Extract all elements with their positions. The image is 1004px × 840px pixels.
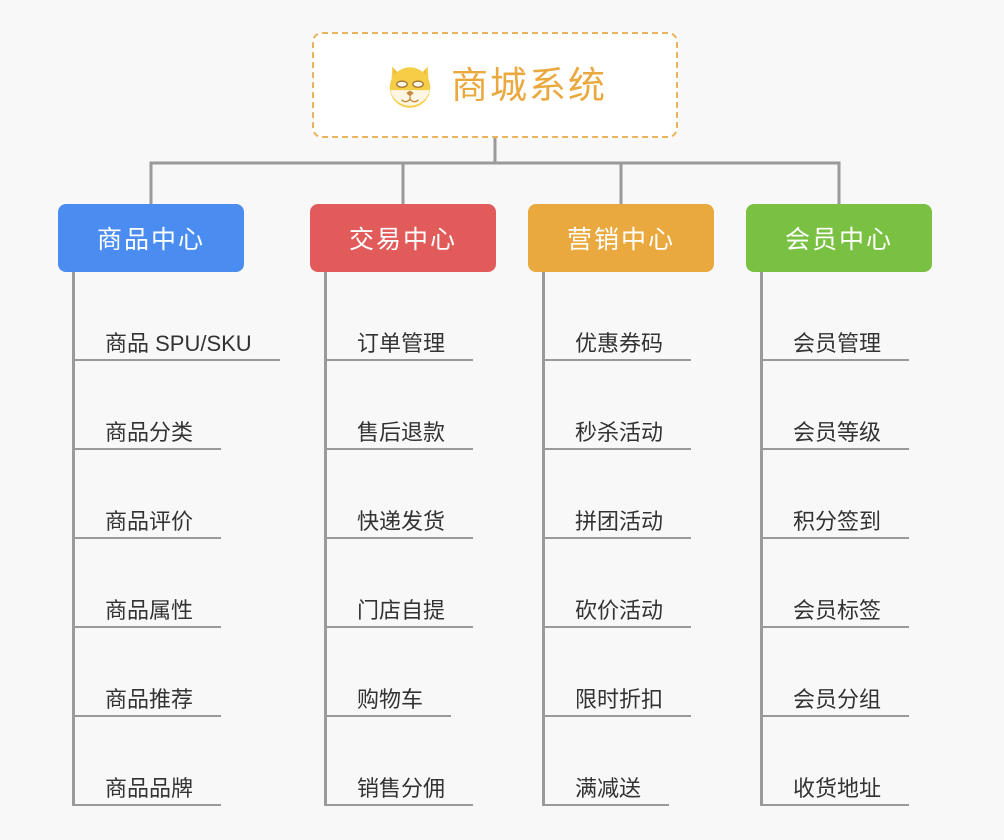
leaf-underline — [73, 448, 221, 450]
leaf-item[interactable]: 会员分组 — [761, 628, 932, 717]
leaf-underline — [73, 715, 221, 717]
leaf-item[interactable]: 商品品牌 — [73, 717, 244, 806]
leaf-item[interactable]: 优惠券码 — [543, 272, 714, 361]
branch-column: 会员中心会员管理会员等级积分签到会员标签会员分组收货地址 — [746, 204, 932, 806]
leaf-item[interactable]: 商品评价 — [73, 450, 244, 539]
leaf-item-label: 会员标签 — [793, 597, 882, 623]
leaf-item-label: 会员分组 — [793, 686, 882, 712]
leaf-underline — [73, 537, 221, 539]
leaf-item-label: 拼团活动 — [575, 508, 664, 534]
leaf-underline — [761, 626, 909, 628]
leaf-item-label: 限时折扣 — [575, 686, 664, 712]
leaf-item-label: 秒杀活动 — [575, 419, 664, 445]
leaf-underline — [543, 626, 691, 628]
shiba-dog-face-icon — [389, 66, 431, 108]
leaf-rail — [542, 272, 545, 806]
leaf-item[interactable]: 收货地址 — [761, 717, 932, 806]
leaf-underline — [325, 359, 473, 361]
leaf-item-label: 商品分类 — [105, 419, 194, 445]
root-title: 商城系统 — [451, 64, 607, 106]
leaf-list: 订单管理售后退款快递发货门店自提购物车销售分佣 — [310, 272, 496, 806]
leaf-underline — [325, 448, 473, 450]
branch-header-label: 会员中心 — [784, 226, 893, 254]
leaf-underline — [325, 804, 473, 806]
leaf-item[interactable]: 积分签到 — [761, 450, 932, 539]
leaf-underline — [761, 804, 909, 806]
leaf-underline — [543, 448, 691, 450]
leaf-underline — [543, 359, 691, 361]
leaf-list: 会员管理会员等级积分签到会员标签会员分组收货地址 — [746, 272, 932, 806]
leaf-item[interactable]: 销售分佣 — [325, 717, 496, 806]
leaf-underline — [325, 715, 451, 717]
leaf-underline — [325, 626, 473, 628]
leaf-item[interactable]: 会员标签 — [761, 539, 932, 628]
leaf-item-label: 优惠券码 — [575, 330, 664, 356]
leaf-item-label: 会员等级 — [793, 419, 882, 445]
leaf-item[interactable]: 满减送 — [543, 717, 714, 806]
leaf-item-label: 销售分佣 — [357, 775, 446, 801]
leaf-item[interactable]: 限时折扣 — [543, 628, 714, 717]
leaf-item[interactable]: 商品属性 — [73, 539, 244, 628]
leaf-item[interactable]: 商品 SPU/SKU — [73, 272, 280, 361]
branch-column: 营销中心优惠券码秒杀活动拼团活动砍价活动限时折扣满减送 — [528, 204, 714, 806]
leaf-underline — [761, 448, 909, 450]
leaf-underline — [761, 537, 909, 539]
leaf-item-label: 会员管理 — [793, 330, 882, 356]
leaf-item-label: 商品属性 — [105, 597, 194, 623]
leaf-item[interactable]: 拼团活动 — [543, 450, 714, 539]
leaf-item-label: 砍价活动 — [575, 597, 664, 623]
leaf-item-label: 门店自提 — [357, 597, 446, 623]
leaf-item-label: 快递发货 — [357, 508, 446, 534]
leaf-item[interactable]: 售后退款 — [325, 361, 496, 450]
leaf-item-label: 收货地址 — [793, 775, 882, 801]
branch-header-label: 营销中心 — [566, 226, 675, 254]
branch-header[interactable]: 会员中心 — [746, 204, 932, 272]
leaf-underline — [543, 804, 669, 806]
leaf-item-label: 商品 SPU/SKU — [105, 330, 252, 356]
leaf-underline — [543, 537, 691, 539]
branch-column: 商品中心商品 SPU/SKU 商品分类商品评价商品属性商品推荐商品品牌 — [58, 204, 280, 806]
leaf-item-label: 满减送 — [575, 775, 642, 801]
leaf-rail — [760, 272, 763, 806]
leaf-item-label: 商品评价 — [105, 508, 194, 534]
leaf-underline — [761, 715, 909, 717]
leaf-item-label: 售后退款 — [357, 419, 446, 445]
leaf-item[interactable]: 商品分类 — [73, 361, 244, 450]
leaf-rail — [324, 272, 327, 806]
leaf-item[interactable]: 购物车 — [325, 628, 496, 717]
branch-header[interactable]: 营销中心 — [528, 204, 714, 272]
leaf-item[interactable]: 会员管理 — [761, 272, 932, 361]
branch-header[interactable]: 商品中心 — [58, 204, 244, 272]
leaf-underline — [325, 537, 473, 539]
branch-header[interactable]: 交易中心 — [310, 204, 496, 272]
leaf-item-label: 商品品牌 — [105, 775, 194, 801]
leaf-rail — [72, 272, 75, 806]
leaf-item[interactable]: 秒杀活动 — [543, 361, 714, 450]
leaf-underline — [761, 359, 909, 361]
leaf-item[interactable]: 砍价活动 — [543, 539, 714, 628]
leaf-underline — [73, 804, 221, 806]
leaf-underline — [73, 359, 280, 361]
leaf-underline — [543, 715, 691, 717]
leaf-item-label: 商品推荐 — [105, 686, 194, 712]
leaf-item-label: 购物车 — [357, 686, 424, 712]
leaf-underline — [73, 626, 221, 628]
leaf-item-label: 积分签到 — [793, 508, 882, 534]
leaf-list: 优惠券码秒杀活动拼团活动砍价活动限时折扣满减送 — [528, 272, 714, 806]
root-node[interactable]: 商城系统 — [312, 32, 678, 138]
leaf-item[interactable]: 门店自提 — [325, 539, 496, 628]
leaf-item[interactable]: 商品推荐 — [73, 628, 244, 717]
leaf-list: 商品 SPU/SKU 商品分类商品评价商品属性商品推荐商品品牌 — [58, 272, 280, 806]
leaf-item[interactable]: 会员等级 — [761, 361, 932, 450]
branch-header-label: 商品中心 — [96, 226, 205, 254]
branch-header-label: 交易中心 — [348, 226, 457, 254]
branch-column: 交易中心订单管理售后退款快递发货门店自提购物车销售分佣 — [310, 204, 496, 806]
leaf-item[interactable]: 订单管理 — [325, 272, 496, 361]
leaf-item-label: 订单管理 — [357, 330, 446, 356]
leaf-item[interactable]: 快递发货 — [325, 450, 496, 539]
